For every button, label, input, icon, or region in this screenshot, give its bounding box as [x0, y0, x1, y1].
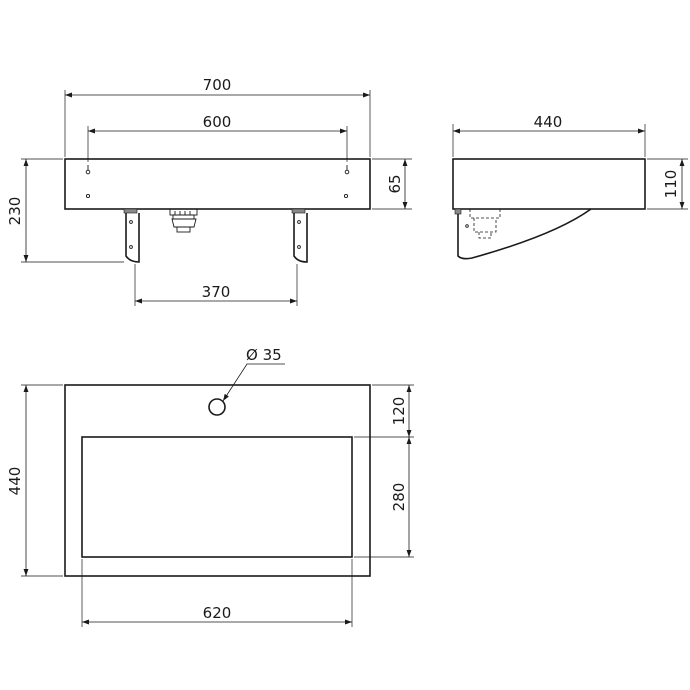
dim-120: 120: [354, 384, 414, 438]
side-view: 440 110: [452, 113, 688, 260]
dim-620: 620: [81, 559, 353, 627]
dim-700: 700: [64, 76, 371, 157]
top-view: Ø 35 120 280 440 620: [6, 346, 414, 627]
dim-label-440-top: 440: [6, 467, 24, 496]
dim-65: 65: [372, 158, 412, 210]
dim-label-tap-hole: Ø 35: [246, 346, 282, 364]
front-view: 700 600 65 230 370: [6, 76, 412, 306]
dim-110: 110: [647, 158, 688, 210]
dim-280: 280: [354, 437, 414, 558]
dim-tap-hole: Ø 35: [222, 346, 285, 402]
dim-label-110: 110: [662, 170, 680, 199]
dim-label-440-side: 440: [534, 113, 563, 131]
keyhole-right: [344, 165, 350, 175]
dim-230: 230: [6, 158, 124, 263]
drain-fitting: [169, 208, 198, 233]
dim-label-620: 620: [203, 604, 232, 622]
dim-600: 600: [87, 113, 348, 162]
screw-hole-left: [85, 193, 91, 199]
dim-370: 370: [134, 264, 298, 306]
dim-label-230: 230: [6, 197, 24, 226]
basin-front-panel: [64, 158, 371, 210]
basin-bowl: [81, 436, 353, 558]
dim-440-top: 440: [6, 384, 63, 577]
side-bracket: [457, 208, 592, 260]
dim-label-120: 120: [390, 397, 408, 426]
dim-label-600: 600: [203, 113, 232, 131]
keyhole-left: [85, 165, 91, 175]
tap-hole: [208, 398, 226, 416]
bracket-right: [291, 208, 308, 263]
dim-440-side: 440: [452, 113, 646, 157]
side-drain-hidden: [469, 209, 501, 239]
side-bracket-mount: [454, 208, 462, 215]
dim-label-280: 280: [390, 483, 408, 512]
side-screw-hole: [465, 224, 469, 228]
screw-hole-right: [343, 193, 349, 199]
dim-label-65: 65: [386, 174, 404, 193]
basin-top-outline: [64, 384, 371, 577]
bracket-left: [123, 208, 140, 263]
dim-label-370: 370: [202, 283, 231, 301]
dim-label-700: 700: [203, 76, 232, 94]
basin-side-panel: [452, 158, 646, 210]
